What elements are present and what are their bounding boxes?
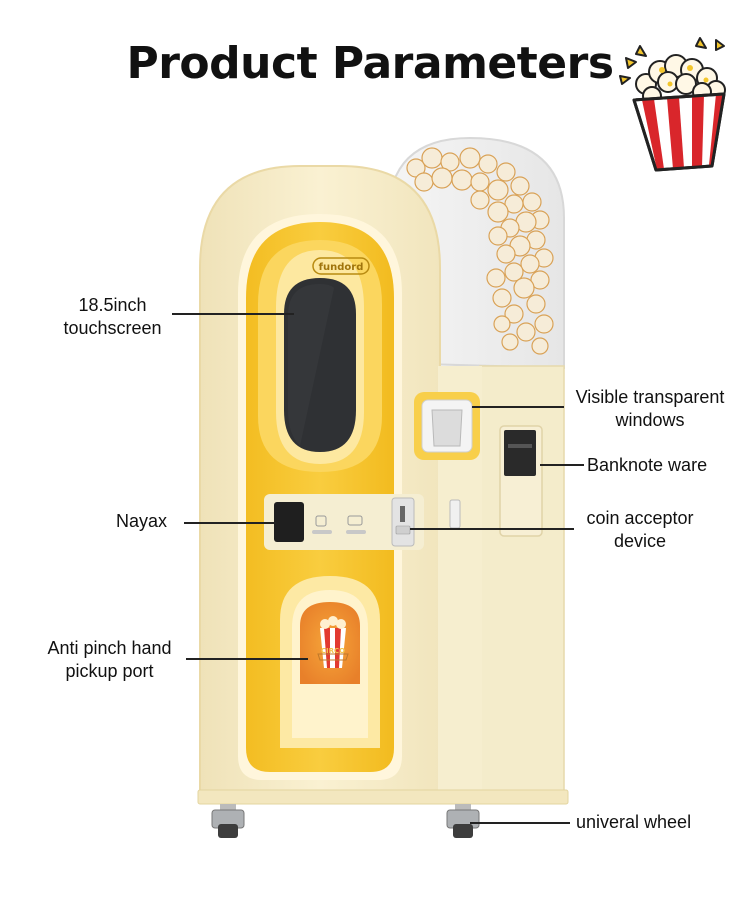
callout-touchscreen-line1: 18.5inch [78,295,147,315]
machine-base [197,789,569,805]
touchscreen [258,240,382,472]
callout-pickup-port-line2: pickup port [65,661,154,681]
callout-pickup-port-line1: Anti pinch hand [47,638,172,658]
leader-nayax [184,522,276,524]
banknote-acceptor [499,425,543,537]
popcorn-vending-machine: fundord CIR [197,136,569,838]
brand-badge [312,257,370,275]
callout-nayax: Nayax [116,511,168,531]
callout-windows-line1: Visible transparent [575,387,725,407]
callout-coin-line1: coin acceptor [586,508,694,528]
popcorn-box-icon [619,37,726,172]
callout-windows-line2: windows [615,410,685,430]
callout-coin-line2: device [613,531,667,551]
nayax-reader [274,502,304,542]
visible-transparent-window [414,392,480,460]
callout-banknote: Banknote ware [587,455,708,475]
pickup-port: CIRCO [280,576,380,748]
payment-panel [264,494,461,550]
right-wheel [446,804,480,838]
leader-windows [472,406,564,408]
leader-wheel [470,822,570,824]
callout-wheel: univeral wheel [576,812,692,832]
cup-print: CIRCO [321,647,345,655]
callout-windows: Visible transparent windows [564,386,736,432]
left-wheel [211,804,245,838]
callout-touchscreen-line2: touchscreen [63,318,162,338]
page-title: Product Parameters [126,38,614,89]
leader-pickup-port [186,658,308,660]
leader-touchscreen [172,313,294,315]
leader-banknote [540,464,584,466]
callout-pickup-port: Anti pinch hand pickup port [32,637,187,683]
leader-coin [410,528,574,530]
callout-coin: coin acceptor device [574,507,706,553]
callout-touchscreen: 18.5inch touchscreen [50,294,175,340]
brand-logo: fundord [319,262,364,273]
